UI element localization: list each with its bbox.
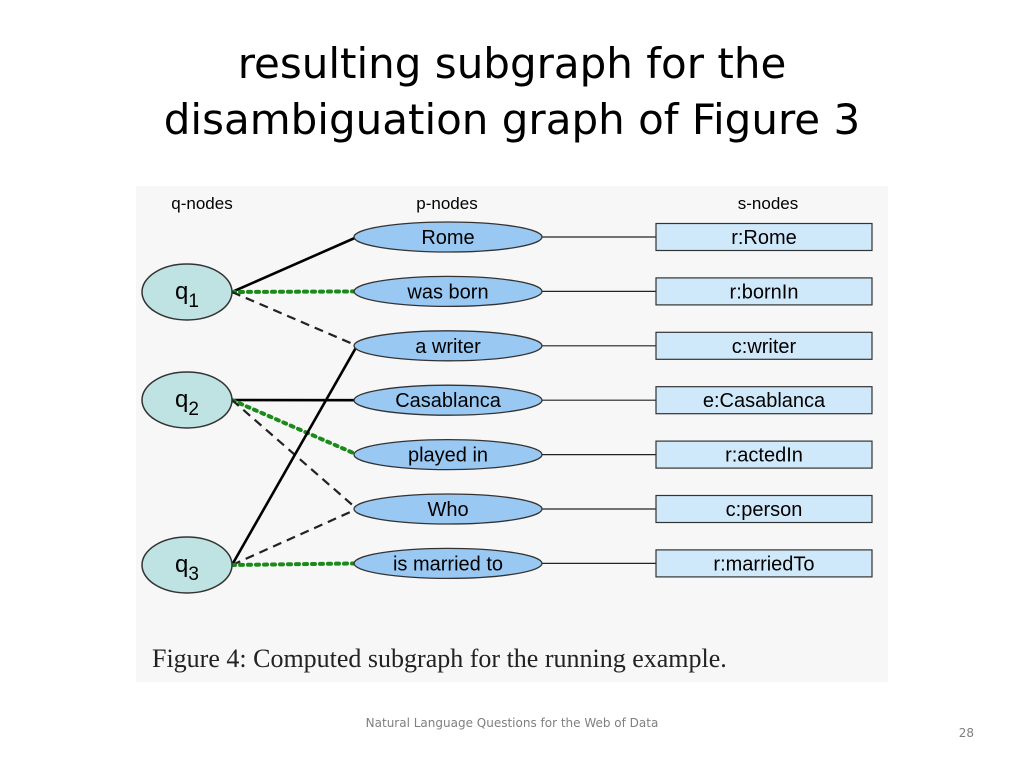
slide-title-line-2: disambiguation graph of Figure 3 bbox=[163, 95, 861, 144]
page-number: 28 bbox=[958, 726, 974, 740]
q-node-label: q1 bbox=[175, 278, 199, 312]
p-node-shape bbox=[353, 221, 543, 253]
p-node-a-writer: a writer bbox=[353, 330, 543, 362]
p-node-played-in: played in bbox=[353, 438, 543, 471]
s-node-label: c:writer bbox=[732, 336, 797, 358]
q-node-q2: q2 bbox=[141, 371, 233, 429]
s-node-shape bbox=[655, 222, 873, 252]
p-node-shape bbox=[353, 384, 543, 416]
edge-q3-who bbox=[231, 507, 358, 567]
slide-title-line-1: resulting subgraph for the bbox=[237, 39, 787, 88]
s-node-r-rome: r:Rome bbox=[655, 222, 873, 252]
slide-title: resulting subgraph for the disambiguatio… bbox=[0, 36, 1024, 148]
p-node-shape bbox=[353, 330, 543, 362]
header-s-nodes: s-nodes bbox=[738, 194, 798, 213]
header-p-nodes: p-nodes bbox=[416, 194, 477, 213]
s-node-shape bbox=[655, 386, 873, 415]
footer-text: Natural Language Questions for the Web o… bbox=[365, 716, 659, 730]
p-node-label: a writer bbox=[415, 336, 481, 358]
p-node-label: was born bbox=[406, 281, 488, 303]
s-node-label: r:actedIn bbox=[725, 445, 803, 467]
figure-panel bbox=[136, 186, 888, 682]
p-node-rome: Rome bbox=[353, 221, 543, 253]
p-node-was-born: was born bbox=[353, 275, 543, 308]
p-node-shape bbox=[353, 275, 543, 308]
p-node-is-married-to: is married to bbox=[353, 547, 543, 580]
p-node-label: Rome bbox=[421, 227, 474, 249]
edge-q3-a-writer bbox=[230, 345, 359, 566]
edge-q1-rome bbox=[231, 235, 358, 294]
q-node-label: q3 bbox=[175, 551, 199, 585]
s-node-shape bbox=[655, 494, 873, 524]
s-node-shape bbox=[655, 440, 873, 469]
s-node-shape bbox=[655, 549, 873, 578]
s-node-r-actedin: r:actedIn bbox=[655, 440, 873, 469]
s-node-label: r:bornIn bbox=[730, 281, 799, 303]
p-node-shape bbox=[353, 547, 543, 580]
p-node-label: Who bbox=[427, 499, 468, 521]
edge-q1-was-born bbox=[230, 289, 359, 294]
s-node-r-bornin: r:bornIn bbox=[655, 277, 873, 306]
p-node-shape bbox=[353, 438, 543, 471]
p-node-label: Casablanca bbox=[395, 390, 502, 412]
s-node-label: r:Rome bbox=[731, 227, 797, 249]
q-node-q1: q1 bbox=[141, 263, 233, 321]
s-node-c-writer: c:writer bbox=[655, 331, 873, 360]
edge-q2-played-in bbox=[230, 398, 359, 457]
p-node-label: played in bbox=[408, 445, 488, 467]
edges-layer bbox=[230, 235, 656, 567]
s-node-label: c:person bbox=[726, 499, 803, 521]
edge-q3-is-married-to bbox=[230, 561, 359, 567]
s-node-label: e:Casablanca bbox=[703, 390, 826, 412]
figure-caption: Figure 4: Computed subgraph for the runn… bbox=[152, 644, 727, 673]
header-q-nodes: q-nodes bbox=[171, 194, 232, 213]
s-node-c-person: c:person bbox=[655, 494, 873, 524]
q-node-shape bbox=[141, 371, 233, 429]
s-node-r-marriedto: r:marriedTo bbox=[655, 549, 873, 578]
p-node-casablanca: Casablanca bbox=[353, 384, 543, 416]
p-node-label: is married to bbox=[393, 553, 503, 575]
s-node-shape bbox=[655, 277, 873, 306]
p-node-shape bbox=[353, 493, 543, 525]
p-node-who: Who bbox=[353, 493, 543, 525]
s-node-e-casablanca: e:Casablanca bbox=[655, 386, 873, 415]
s-node-shape bbox=[655, 331, 873, 360]
q-node-label: q2 bbox=[175, 386, 199, 420]
q-node-shape bbox=[141, 263, 233, 321]
q-node-shape bbox=[141, 536, 233, 594]
q-node-q3: q3 bbox=[141, 536, 233, 594]
edge-q1-a-writer bbox=[231, 290, 358, 347]
s-node-label: r:marriedTo bbox=[713, 553, 814, 575]
